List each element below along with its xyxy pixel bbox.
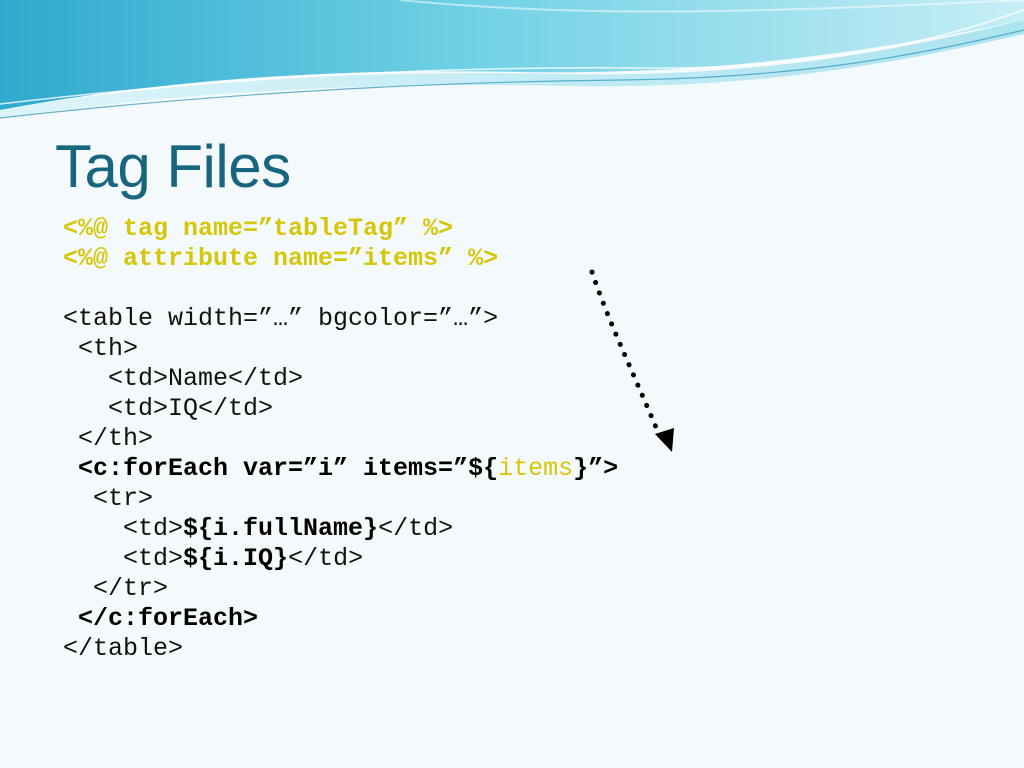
td-close-tag: </td>	[288, 544, 364, 573]
code-line-blank	[63, 274, 618, 304]
fullname-expression: ${i.fullName}	[183, 514, 379, 543]
td-open-tag: <td>	[123, 544, 184, 573]
header-wave-decoration	[0, 0, 1024, 119]
code-line-th-open: <th>	[63, 334, 139, 363]
code-line-attribute-directive: <%@ attribute name=”items” %>	[63, 244, 499, 273]
code-line-tag-directive: <%@ tag name=”tableTag” %>	[63, 214, 454, 243]
td-open-tag: <td>	[123, 514, 184, 543]
iq-expression: ${i.IQ}	[183, 544, 289, 573]
code-line-table-close: </table>	[63, 634, 184, 663]
code-listing: <%@ tag name=”tableTag” %> <%@ attribute…	[63, 214, 618, 664]
code-line-th-close: </th>	[63, 424, 154, 453]
code-line-foreach-close: </c:forEach>	[63, 604, 259, 633]
td-close-tag: </td>	[378, 514, 454, 543]
code-line-tr-open: <tr>	[63, 484, 154, 513]
code-line-td-fullname: <td>${i.fullName}</td>	[63, 514, 618, 544]
code-line-tr-close: </tr>	[63, 574, 169, 603]
code-line-td-iq-expr: <td>${i.IQ}</td>	[63, 544, 618, 574]
code-line-table-open: <table width=”…” bgcolor=”…”>	[63, 304, 499, 333]
foreach-prefix: <c:forEach var=”i” items=”${	[63, 454, 499, 483]
foreach-items-variable: items	[498, 454, 574, 483]
indent	[63, 544, 123, 573]
foreach-suffix: }”>	[573, 454, 619, 483]
code-line-foreach-open: <c:forEach var=”i” items=”${items}”>	[63, 454, 618, 484]
code-line-td-iq: <td>IQ</td>	[63, 394, 274, 423]
code-line-td-name: <td>Name</td>	[63, 364, 304, 393]
slide-title: Tag Files	[55, 133, 291, 200]
indent	[63, 514, 123, 543]
